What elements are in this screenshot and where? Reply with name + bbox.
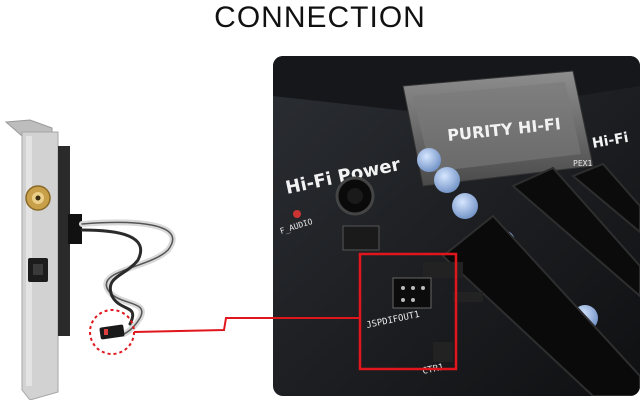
spdif-header bbox=[392, 277, 432, 309]
pex-label: PEX1 bbox=[573, 159, 592, 168]
optical-jack bbox=[28, 258, 48, 282]
cable-plug bbox=[99, 324, 125, 340]
page-title: CONNECTION bbox=[214, 1, 426, 34]
spdif-bracket-illustration bbox=[0, 100, 230, 401]
bracket-pcb bbox=[58, 146, 70, 336]
motherboard-photo: PURITY HI-FI Hi-Fi Power Hi-Fi PEX1 bbox=[273, 56, 640, 396]
hifi-corner-label: Hi-Fi bbox=[591, 130, 630, 152]
header-highlight-box bbox=[358, 252, 458, 371]
pin-headers bbox=[342, 225, 483, 362]
coaxial-jack bbox=[25, 185, 51, 211]
pcie-slots bbox=[441, 162, 640, 396]
audio-shield: PURITY HI-FI bbox=[402, 70, 594, 187]
